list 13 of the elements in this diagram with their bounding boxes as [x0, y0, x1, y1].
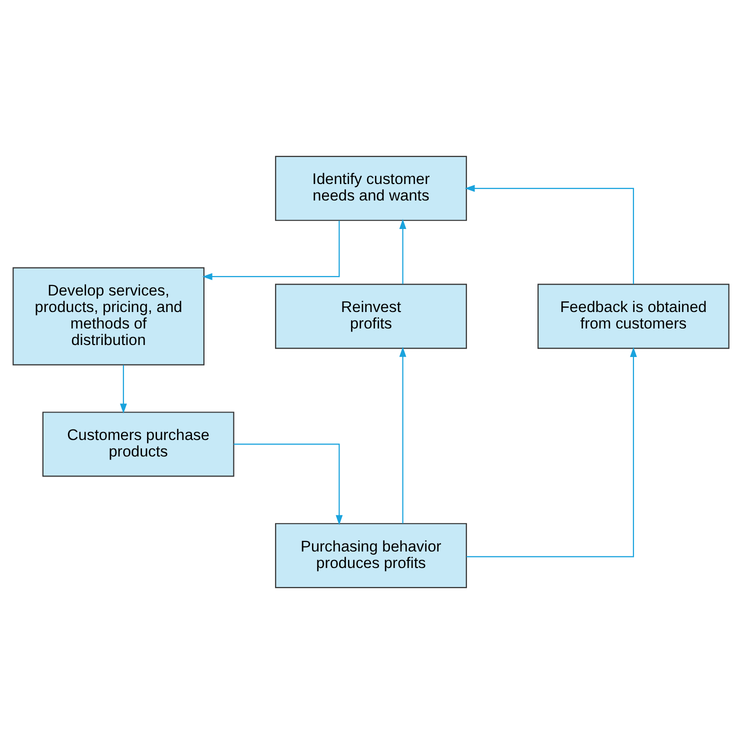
arrow	[399, 346, 406, 523]
arrow	[234, 443, 343, 525]
node-box: Purchasing behavior produces profits	[275, 522, 467, 588]
node-box: Customers purchase products	[42, 411, 234, 476]
arrow	[120, 364, 127, 414]
arrow	[202, 220, 340, 280]
arrow	[466, 346, 637, 557]
node-box: Identify customer needs and wants	[275, 155, 467, 220]
node-box: Feedback is obtained from customers	[538, 283, 730, 348]
node-box: Reinvest profits	[275, 283, 467, 348]
node-box: Develop services, products, pricing, and methods of distribution	[12, 266, 204, 365]
arrow	[464, 184, 634, 284]
arrow	[399, 218, 406, 284]
